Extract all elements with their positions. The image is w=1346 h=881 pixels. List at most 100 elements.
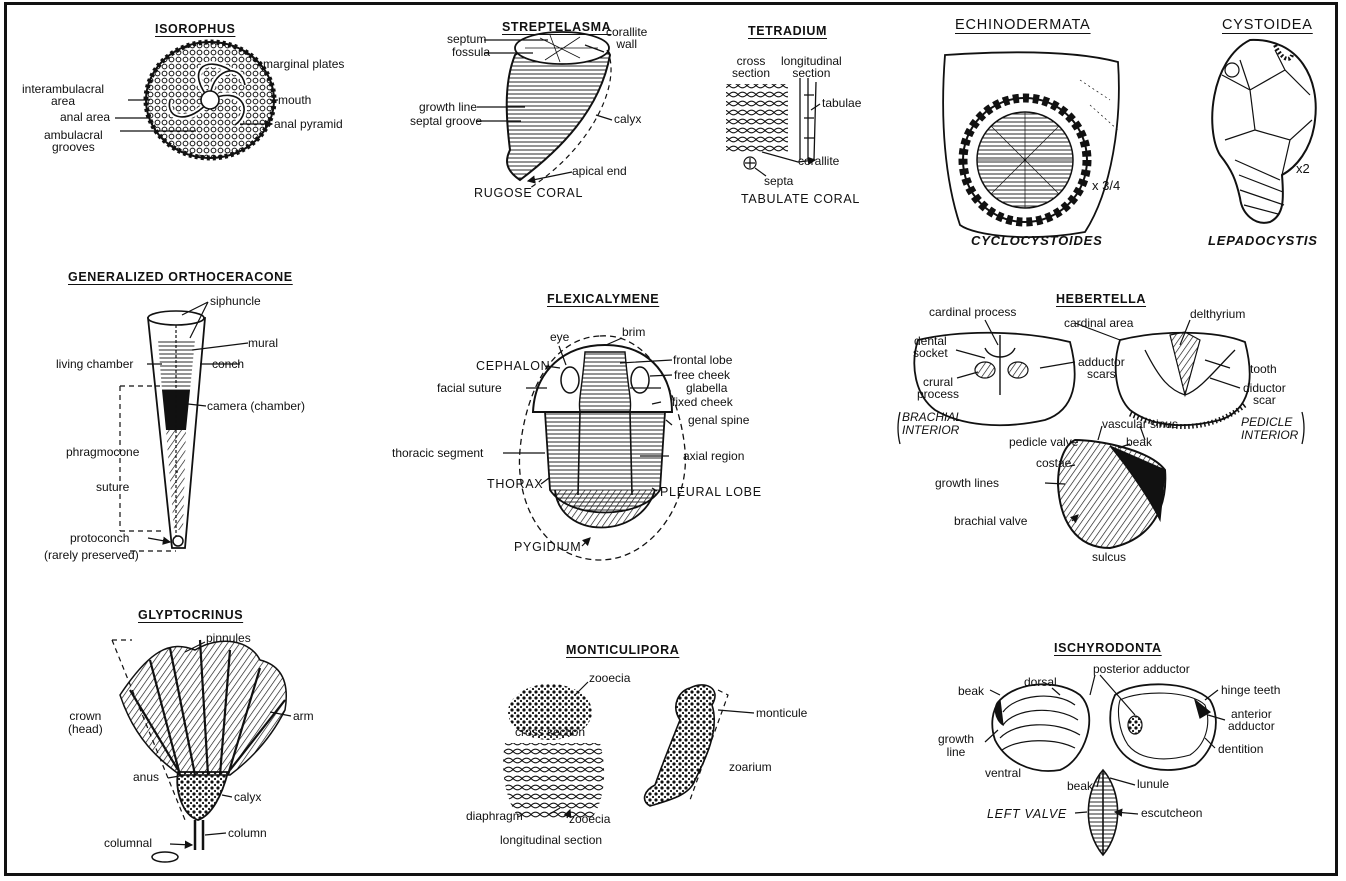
label-glabella: glabella (686, 382, 727, 395)
label-genal-spine: genal spine (688, 414, 749, 427)
label-fossula: fossula (452, 46, 490, 59)
label-septa: septa (764, 175, 793, 188)
label-phragmocone: phragmocone (66, 446, 139, 459)
ischyrodonta-left-valve (992, 684, 1089, 771)
label-beak-left: beak (958, 685, 984, 698)
label-living-chamber: living chamber (56, 358, 133, 371)
label-ambulacral-grooves: ambulacral grooves (44, 129, 103, 153)
label-anterior-adductor: anterior adductor (1228, 708, 1275, 732)
label-anal-pyramid: anal pyramid (274, 118, 343, 131)
title-cystoidea: CYSTOIDEA (1222, 17, 1313, 33)
title-flexicalymene: FLEXICALYMENE (547, 292, 659, 306)
glyptocrinus-calyx (177, 772, 228, 820)
label-zooecia-bottom: zooecia (569, 813, 610, 826)
tetradium-tube (800, 78, 816, 160)
label-costae: costae (1036, 457, 1071, 470)
label-monticule: monticule (756, 707, 807, 720)
label-eye: eye (550, 331, 569, 344)
label-rarely-preserved: (rarely preserved) (44, 549, 139, 562)
label-thorax: THORAX (487, 477, 543, 491)
scale-lepadocystis: x2 (1296, 161, 1310, 176)
label-apical-end: apical end (572, 165, 627, 178)
genus-cyclocystoides: CYCLOCYSTOIDES (971, 233, 1103, 248)
label-suture: suture (96, 481, 129, 494)
label-mural: mural (248, 337, 278, 350)
tetradium-cross (726, 84, 788, 154)
label-conch: conch (212, 358, 244, 371)
label-anus: anus (133, 771, 159, 784)
label-crown-head: crown (head) (68, 710, 103, 736)
title-glyptocrinus: GLYPTOCRINUS (138, 608, 243, 622)
label-calyx-coral: calyx (614, 113, 641, 126)
label-mouth: mouth (278, 94, 311, 107)
label-columnal: columnal (104, 837, 152, 850)
label-facial-suture: facial suture (437, 382, 502, 395)
label-camera: camera (chamber) (207, 400, 305, 413)
caption-rugose-coral: RUGOSE CORAL (474, 186, 583, 200)
scale-cyclocystoides: x 3/4 (1092, 178, 1120, 193)
label-ventral: ventral (985, 767, 1021, 780)
caption-tabulate-coral: TABULATE CORAL (741, 192, 860, 206)
label-growth-lines: growth lines (935, 477, 999, 490)
label-siphuncle: siphuncle (210, 295, 261, 308)
label-growth-line: growth line (419, 101, 477, 114)
label-pedicle-interior: PEDICLE INTERIOR (1241, 416, 1298, 442)
label-delthyrium: delthyrium (1190, 308, 1245, 321)
label-beak-hebertella: beak (1126, 436, 1152, 449)
label-longitudinal-section-tetradium: longitudinal section (781, 55, 842, 79)
label-column: column (228, 827, 267, 840)
label-dentition: dentition (1218, 743, 1263, 756)
label-cardinal-area: cardinal area (1064, 317, 1133, 330)
label-pygidium: PYGIDIUM (514, 540, 581, 554)
title-echinodermata: ECHINODERMATA (955, 17, 1091, 33)
label-lunule: lunule (1137, 778, 1169, 791)
title-ischyrodonta: ISCHYRODONTA (1054, 641, 1162, 655)
label-corallite: corallite (798, 155, 839, 168)
label-fixed-cheek: fixed cheek (672, 396, 733, 409)
label-brachial-valve: brachial valve (954, 515, 1027, 528)
label-cross-section: cross section (515, 726, 585, 739)
label-marginal-plates: marginal plates (263, 58, 344, 71)
label-vascular-sinus: vascular sinus (1102, 418, 1178, 431)
label-cephalon: CEPHALON (476, 359, 550, 373)
label-thoracic-segment: thoracic segment (392, 447, 483, 460)
title-monticulipora: MONTICULIPORA (566, 643, 679, 657)
label-posterior-adductor: posterior adductor (1093, 663, 1190, 676)
label-hinge-teeth: hinge teeth (1221, 684, 1280, 697)
label-left-valve: LEFT VALVE (987, 807, 1067, 821)
label-diductor-scar: diductor scar (1243, 382, 1286, 406)
label-arm: arm (293, 710, 314, 723)
label-pleural-lobe: PLEURAL LOBE (660, 485, 762, 499)
title-hebertella: HEBERTELLA (1056, 292, 1146, 306)
label-tabulae: tabulae (822, 97, 861, 110)
label-growth-line-ischyrodonta: growth line (938, 733, 974, 759)
label-longitudinal-section: longitudinal section (500, 834, 602, 847)
label-diaphragm: diaphragm (466, 810, 523, 823)
label-pedicle-valve: pedicle valve (1009, 436, 1078, 449)
title-isorophus: ISOROPHUS (155, 22, 235, 36)
label-cross-section-tetradium: cross section (732, 55, 770, 79)
label-frontal-lobe: frontal lobe (673, 354, 732, 367)
label-sulcus: sulcus (1092, 551, 1126, 564)
label-escutcheon: escutcheon (1141, 807, 1202, 820)
label-corallite-wall: corallite wall (606, 26, 647, 50)
label-tooth: tooth (1250, 363, 1277, 376)
label-brachial-interior: BRACHIAL INTERIOR (902, 411, 962, 437)
label-cardinal-process: cardinal process (929, 306, 1016, 319)
label-anal-area: anal area (60, 111, 110, 124)
label-protoconch: protoconch (70, 532, 129, 545)
title-orthoceracone: GENERALIZED ORTHOCERACONE (68, 270, 293, 284)
label-zooecia-top: zooecia (589, 672, 630, 685)
label-adductor-scars: adductor scars (1078, 356, 1125, 380)
title-streptelasma: STREPTELASMA (502, 20, 611, 34)
label-dental-socket: dental socket (913, 335, 948, 359)
label-dorsal: dorsal (1024, 676, 1057, 689)
label-septal-groove: septal groove (410, 115, 482, 128)
flexicalymene-pygidium (555, 490, 655, 528)
label-axial-region: axial region (683, 450, 744, 463)
label-pinnules: pinnules (206, 632, 251, 645)
genus-lepadocystis: LEPADOCYSTIS (1208, 233, 1318, 248)
label-zoarium: zoarium (729, 761, 772, 774)
label-interambulacral: interambulacral area (22, 83, 104, 107)
label-crural-process: crural process (917, 376, 959, 400)
